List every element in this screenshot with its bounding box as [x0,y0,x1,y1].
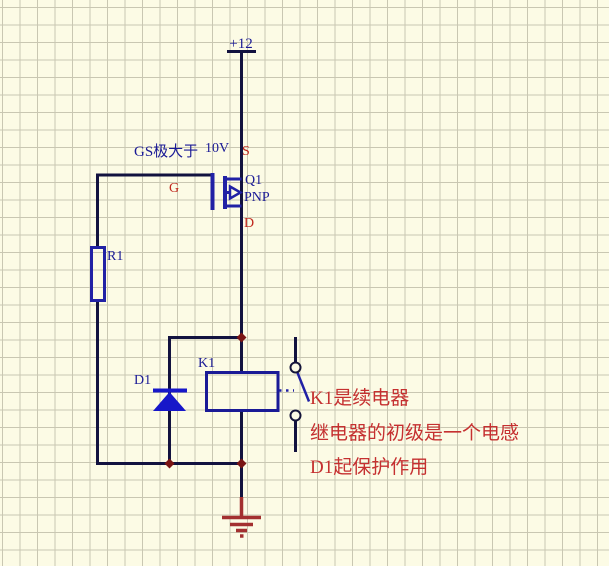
diode-d1 [153,388,187,411]
pin-label-source: S [242,144,250,159]
note-line-1: K1是续电器 [310,387,409,409]
pin-label-drain: D [244,216,254,231]
junction-dot [236,332,247,343]
d1-ref-label: D1 [134,373,151,388]
q1-ref-label: Q1 [245,173,262,188]
q1-arrow-icon [228,184,244,201]
relay-k1-body [205,371,280,412]
contact-terminal-top [289,361,302,374]
q1-type-label: PNP [244,190,270,205]
note-line-3: D1起保护作用 [310,456,428,478]
junction-dot [236,458,247,469]
junction-dots [164,332,247,469]
ground-symbol [222,497,261,538]
gate-voltage-note-sup: 10V [205,141,229,156]
relay-contact-switch [279,361,311,422]
transistor-q1 [210,173,244,210]
contact-blade [295,371,311,402]
contact-terminal-bottom [289,409,302,422]
r1-ref-label: R1 [107,249,123,264]
note-line-2: 继电器的初级是一个电感 [310,422,519,444]
gate-voltage-note: GS极大于 [134,143,198,160]
d1-anode-triangle [153,392,186,411]
resistor-r1-body [90,246,106,302]
junction-dot [164,458,175,469]
k1-ref-label: K1 [198,356,215,371]
pin-label-gate: G [169,181,179,196]
power-net-label: +12 [229,36,252,52]
wires [96,50,297,498]
